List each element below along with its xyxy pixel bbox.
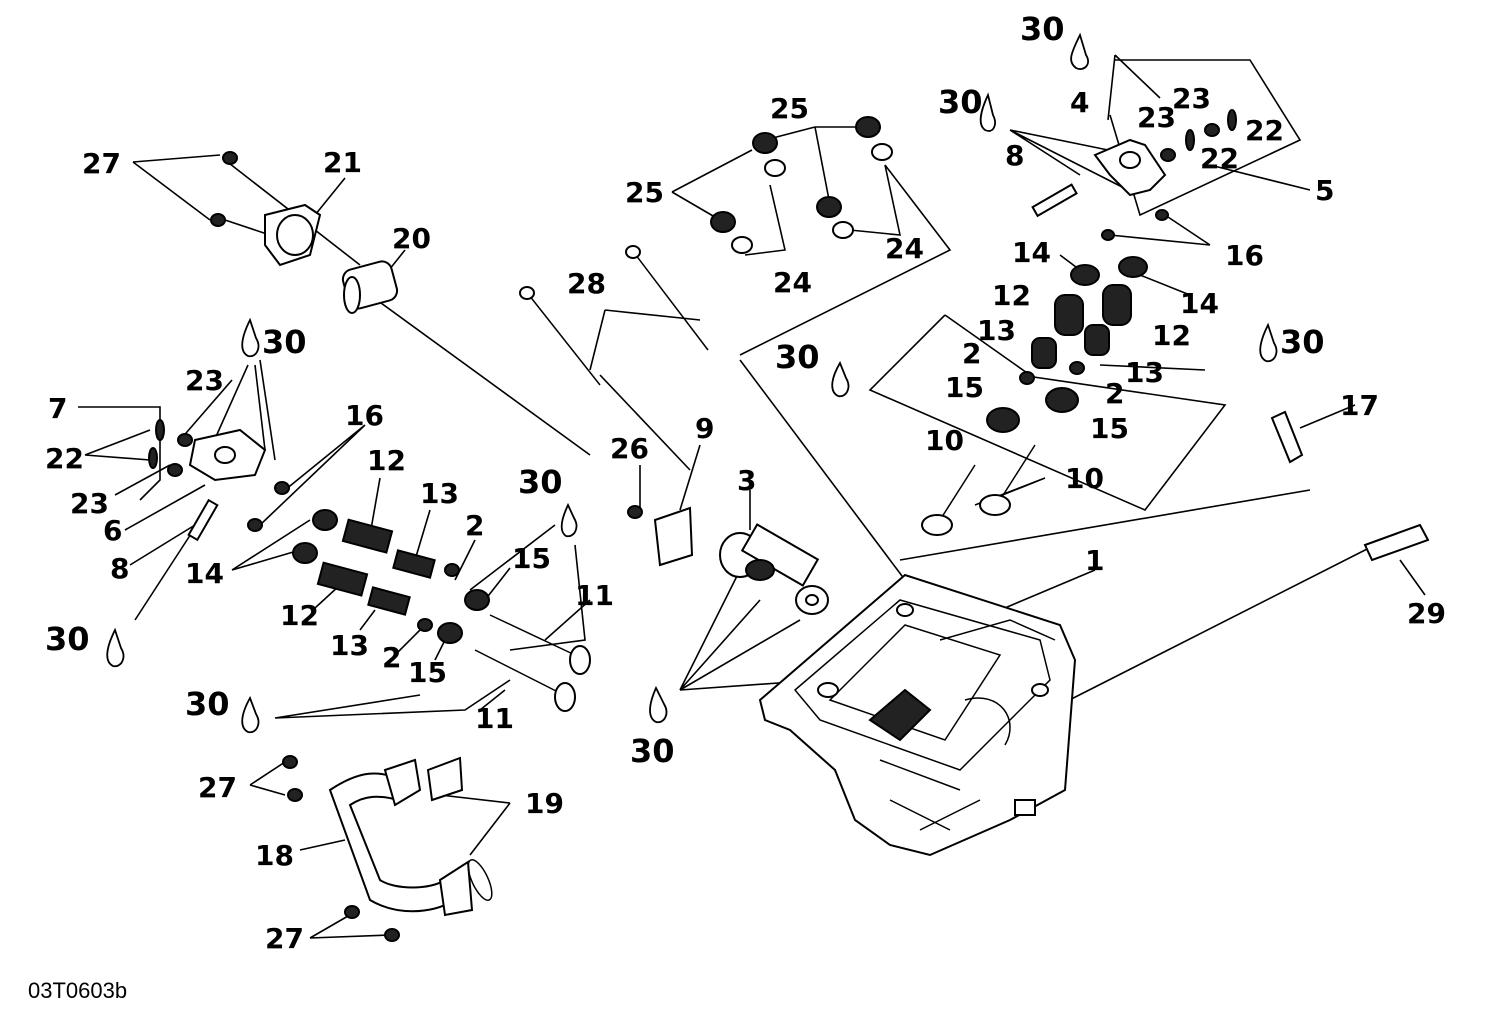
callout-25-b: 25 [625, 176, 664, 209]
oil-drop-icon [831, 360, 850, 398]
callout-30-f: 30 [518, 463, 563, 501]
oil-drop-icon [1070, 32, 1089, 70]
callout-30-a: 30 [1020, 10, 1065, 48]
callout-2-c: 2 [465, 509, 484, 542]
callout-2-b: 2 [1105, 377, 1124, 410]
camshaft [719, 523, 829, 615]
callout-27-b: 27 [198, 771, 237, 804]
callout-16-b: 16 [345, 399, 384, 432]
callout-14-c: 14 [185, 557, 224, 590]
cylinder-head [758, 573, 1077, 857]
callout-12-d: 12 [280, 599, 319, 632]
callout-23-d: 23 [70, 487, 109, 520]
intake-flange [264, 203, 399, 314]
callout-1: 1 [1085, 544, 1104, 577]
callout-13-b: 13 [1125, 356, 1164, 389]
callout-27-c: 27 [265, 922, 304, 955]
figure-code: 03T0603b [28, 978, 127, 1003]
callout-25-a: 25 [770, 92, 809, 125]
valve-springs [316, 284, 1132, 616]
callout-26: 26 [610, 432, 649, 465]
callout-15-b: 15 [1090, 412, 1129, 445]
callout-3: 3 [737, 464, 756, 497]
oil-drop-icon [241, 317, 260, 358]
sensors [1270, 410, 1430, 562]
callout-15-c: 15 [512, 542, 551, 575]
callout-2-d: 2 [382, 641, 401, 674]
callout-30-i: 30 [630, 732, 675, 770]
callout-10-b: 10 [1065, 462, 1104, 495]
callout-30-h: 30 [185, 685, 230, 723]
callout-13-a: 13 [977, 314, 1016, 347]
callout-16-a: 16 [1225, 239, 1264, 272]
callout-30-c: 30 [775, 338, 820, 376]
callout-22-c: 22 [45, 442, 84, 475]
oil-drop-icons [106, 32, 1278, 734]
callout-20: 20 [392, 222, 431, 255]
oil-drop-icon [560, 502, 578, 538]
callout-14-b: 14 [1180, 287, 1219, 320]
callout-30-d: 30 [1280, 323, 1325, 361]
callout-24-a: 24 [885, 232, 924, 265]
callout-23-b: 23 [1137, 101, 1176, 134]
callout-11-b: 11 [475, 702, 514, 735]
oil-drop-icon [106, 627, 125, 668]
callout-22-b: 22 [1200, 142, 1239, 175]
callout-12-a: 12 [992, 279, 1031, 312]
callout-21: 21 [323, 146, 362, 179]
valves [474, 444, 1036, 712]
oil-drop-icon [241, 695, 260, 734]
callout-10-a: 10 [925, 424, 964, 457]
callout-24-b: 24 [773, 266, 812, 299]
callout-19: 19 [525, 787, 564, 820]
callout-12-b: 12 [1152, 319, 1191, 352]
callout-7: 7 [48, 392, 67, 425]
callout-17: 17 [1340, 389, 1379, 422]
callout-22-a: 22 [1245, 114, 1284, 147]
callout-29: 29 [1407, 597, 1446, 630]
callout-2-a: 2 [962, 337, 981, 370]
callout-13-c: 13 [420, 477, 459, 510]
callout-12-c: 12 [367, 444, 406, 477]
callout-27-a: 27 [82, 147, 121, 180]
rocker-arms [187, 138, 1167, 542]
callout-9: 9 [695, 412, 714, 445]
callout-23-a: 23 [1172, 82, 1211, 115]
retainers-washers [292, 116, 1148, 644]
small-hardware [148, 109, 1237, 942]
callout-30-e: 30 [262, 323, 307, 361]
callout-13-d: 13 [330, 629, 369, 662]
callout-5: 5 [1315, 174, 1334, 207]
oil-drop-icon [649, 685, 668, 724]
callout-23-c: 23 [185, 364, 224, 397]
exhaust-pipe [328, 756, 493, 917]
callout-30-g: 30 [45, 620, 90, 658]
callout-6: 6 [103, 514, 122, 547]
callout-8-b: 8 [110, 552, 129, 585]
callout-labels: 30 30 4 23 23 22 22 8 5 16 25 25 24 24 2… [45, 10, 1446, 955]
callout-11-a: 11 [575, 579, 614, 612]
callout-15-d: 15 [408, 656, 447, 689]
callout-28: 28 [567, 267, 606, 300]
callout-4: 4 [1070, 86, 1089, 119]
callout-30-b: 30 [938, 83, 983, 121]
oil-drop-icon [979, 92, 996, 132]
callout-14-a: 14 [1012, 236, 1051, 269]
oil-drop-icon [1259, 322, 1278, 363]
callout-15-a: 15 [945, 371, 984, 404]
callout-18: 18 [255, 839, 294, 872]
callout-8-a: 8 [1005, 139, 1024, 172]
studs [519, 245, 709, 386]
